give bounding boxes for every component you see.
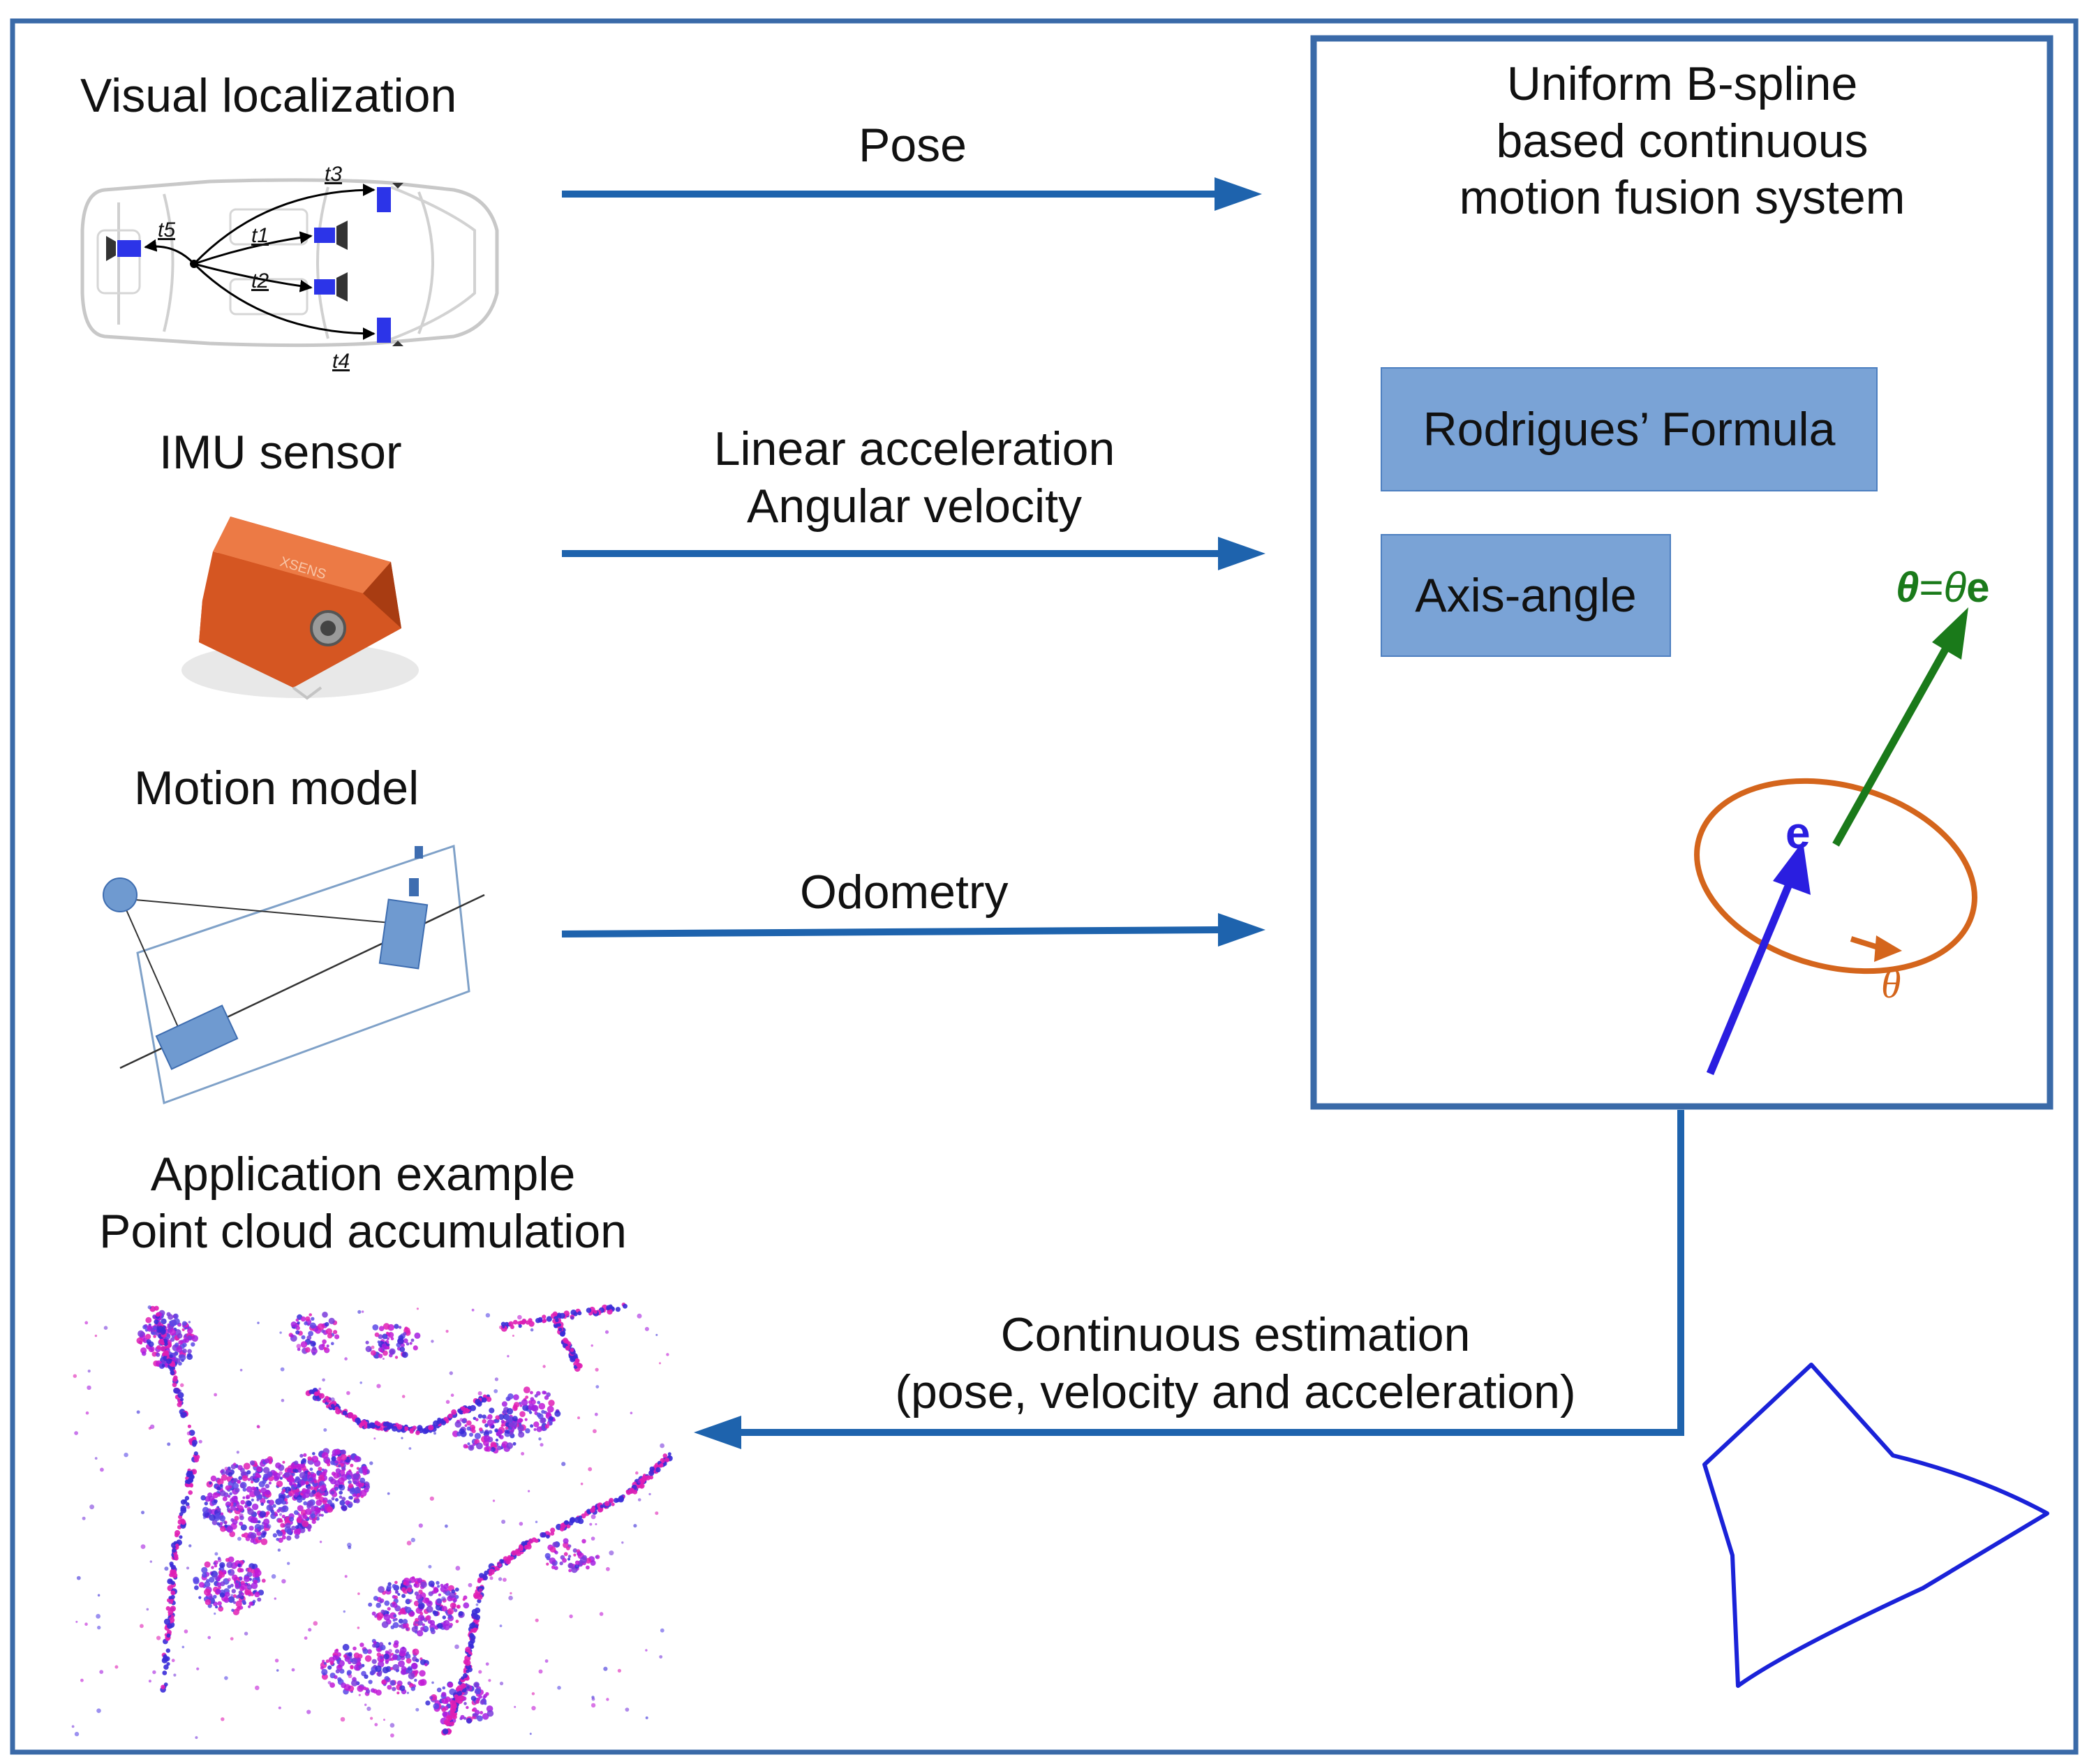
t4-label: t4 [332,350,350,373]
rotation-angle-label: θ [1881,961,1901,1007]
motion-model-title: Motion model [134,762,419,815]
pose-arrow [562,177,1262,211]
fusion-system-title: Uniform B-spline based continuous motion… [1459,57,1906,225]
t3-label: t3 [325,163,343,186]
imu-sensor-title: IMU sensor [159,426,402,479]
continuous-estimation-label: Continuous estimation [1000,1308,1471,1361]
angular-velocity-label: Angular velocity [746,479,1083,533]
outer-frame [10,18,2079,1755]
axis-angle-formula: θ=θe [1896,564,1990,611]
application-title: Application example Point cloud accumula… [98,1148,627,1258]
imu-arrow [562,537,1265,570]
car-illustration [80,178,499,348]
output-arrow-label: Continuous estimation (pose, velocity an… [841,1307,1630,1421]
estimation-details-label: (pose, velocity and acceleration) [895,1365,1576,1418]
imu-illustration: XSENS [181,517,419,700]
pose-label: Pose [859,119,967,172]
axis-angle-box: Axis-angle [1381,534,1671,657]
output-arrow [694,1110,1684,1449]
axis-angle-illustration [1694,607,1977,1076]
odometry-arrow [561,913,1265,947]
unit-vector-label: e [1785,808,1811,858]
t5-label: t5 [158,218,176,242]
point-cloud-map [71,1303,673,1740]
trajectory-plot [1702,1363,2049,1688]
visual-localization-title: Visual localization [80,69,457,122]
imu-arrow-label: Linear acceleration Angular velocity [684,421,1145,535]
rodrigues-formula-box: Rodrigues’ Formula [1381,367,1878,491]
linear-acceleration-label: Linear acceleration [713,422,1115,475]
t1-label: t1 [251,224,269,247]
t2-label: t2 [251,269,269,292]
motion-model-illustration [103,844,485,1105]
odometry-label: Odometry [800,866,1009,919]
